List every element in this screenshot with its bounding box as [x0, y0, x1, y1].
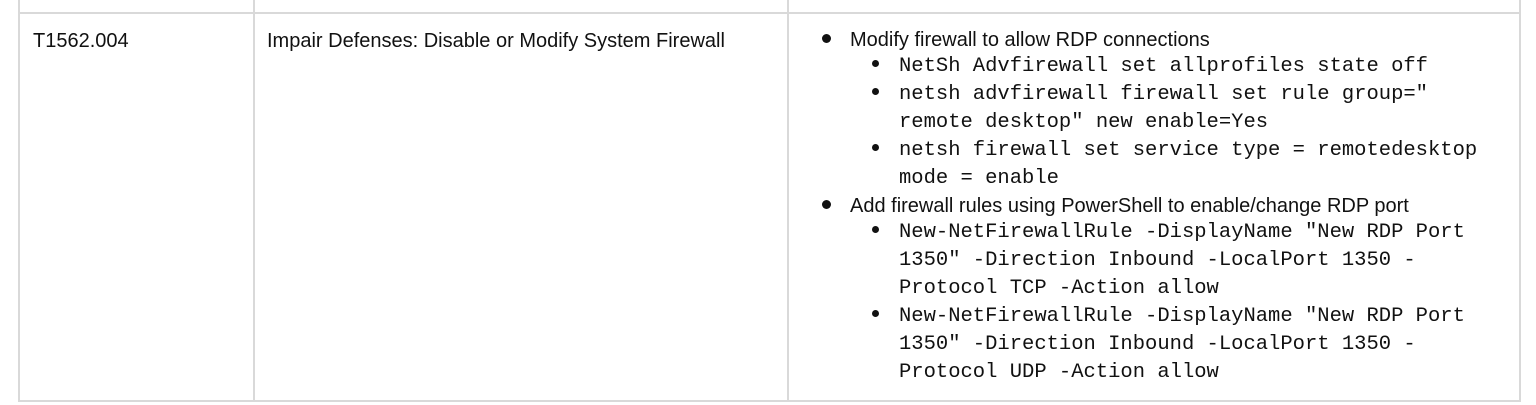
- bullet-icon: [872, 144, 879, 151]
- procedure-text: Modify firewall to allow RDP connections: [850, 29, 1210, 51]
- column-divider: [787, 0, 789, 400]
- bullet-icon: [822, 34, 831, 43]
- row-divider: [20, 12, 1519, 14]
- command-text: netsh advfirewall firewall set rule grou…: [899, 83, 1428, 134]
- bullet-icon: [872, 310, 879, 317]
- bullet-icon: [872, 60, 879, 67]
- command-text: New-NetFirewallRule -DisplayName "New RD…: [899, 305, 1465, 384]
- procedures-cell: Modify firewall to allow RDP connections…: [789, 14, 1521, 387]
- column-divider: [253, 0, 255, 400]
- bullet-icon: [872, 226, 879, 233]
- list-item: netsh advfirewall firewall set rule grou…: [789, 81, 1521, 137]
- technique-name-cell: Impair Defenses: Disable or Modify Syste…: [255, 14, 787, 54]
- list-item: New-NetFirewallRule -DisplayName "New RD…: [789, 219, 1521, 303]
- list-item: NetSh Advfirewall set allprofiles state …: [789, 53, 1521, 81]
- list-item: Add firewall rules using PowerShell to e…: [789, 193, 1521, 219]
- technique-id-cell: T1562.004: [20, 14, 253, 54]
- list-item: New-NetFirewallRule -DisplayName "New RD…: [789, 303, 1521, 387]
- technique-name: Impair Defenses: Disable or Modify Syste…: [267, 30, 725, 52]
- list-item: Modify firewall to allow RDP connections: [789, 27, 1521, 53]
- bullet-icon: [822, 200, 831, 209]
- command-text: NetSh Advfirewall set allprofiles state …: [899, 55, 1428, 78]
- bullet-icon: [872, 88, 879, 95]
- technique-table: T1562.004 Impair Defenses: Disable or Mo…: [18, 0, 1521, 402]
- list-item: netsh firewall set service type = remote…: [789, 137, 1521, 193]
- procedure-text: Add firewall rules using PowerShell to e…: [850, 195, 1409, 217]
- command-text: New-NetFirewallRule -DisplayName "New RD…: [899, 221, 1465, 300]
- command-text: netsh firewall set service type = remote…: [899, 139, 1478, 190]
- technique-id: T1562.004: [33, 30, 129, 52]
